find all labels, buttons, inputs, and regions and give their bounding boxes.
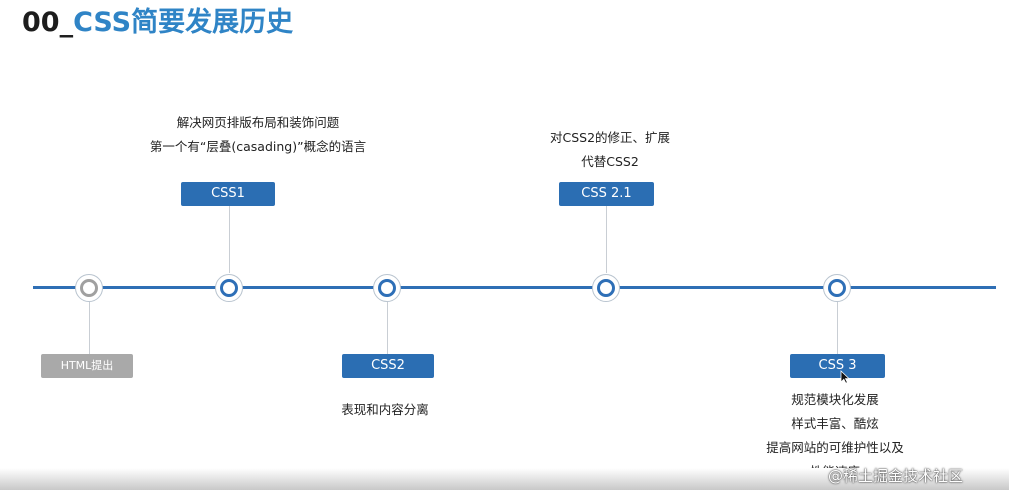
tag-css3: CSS 3 (790, 354, 885, 378)
connector-css21 (606, 205, 607, 273)
tag-html: HTML提出 (41, 354, 133, 378)
desc-css21-line-2: 代替CSS2 (581, 154, 639, 169)
timeline-node-css1 (215, 274, 243, 302)
tag-css21: CSS 2.1 (559, 182, 654, 206)
bottom-bar (0, 468, 1009, 490)
timeline-node-css21 (592, 274, 620, 302)
desc-css2: 表现和内容分离 (310, 398, 460, 422)
connector-html (89, 302, 90, 354)
desc-css2-line-1: 表现和内容分离 (341, 402, 429, 417)
slide-title-number: 00_ (22, 7, 74, 38)
connector-css3 (837, 302, 838, 354)
slide-title: 00_CSS简要发展历史 (22, 6, 293, 40)
desc-css1-line-2: 第一个有“层叠(casading)”概念的语言 (149, 139, 367, 154)
timeline-node-css3 (823, 274, 851, 302)
watermark: @稀土掘金技术社区 (828, 467, 964, 485)
cursor-icon (840, 370, 850, 384)
tag-css2: CSS2 (342, 354, 434, 378)
connector-css2 (387, 302, 388, 354)
connector-css1 (229, 205, 230, 273)
timeline-node-html (75, 274, 103, 302)
slide-title-text: CSS简要发展历史 (73, 7, 294, 38)
tag-css1: CSS1 (181, 182, 275, 206)
timeline-node-css2 (373, 274, 401, 302)
desc-css3-line-2: 样式丰富、酷炫 (791, 416, 879, 431)
desc-css3-line-1: 规范模块化发展 (791, 392, 879, 407)
desc-css1-line-1: 解决网页排版布局和装饰问题 (176, 115, 340, 130)
desc-css1: 解决网页排版布局和装饰问题 第一个有“层叠(casading)”概念的语言 (108, 111, 408, 159)
desc-css21: 对CSS2的修正、扩展 代替CSS2 (520, 126, 700, 174)
desc-css21-line-1: 对CSS2的修正、扩展 (549, 130, 671, 145)
desc-css3-line-3: 提高网站的可维护性以及 (766, 440, 904, 455)
timeline-line (33, 286, 996, 289)
